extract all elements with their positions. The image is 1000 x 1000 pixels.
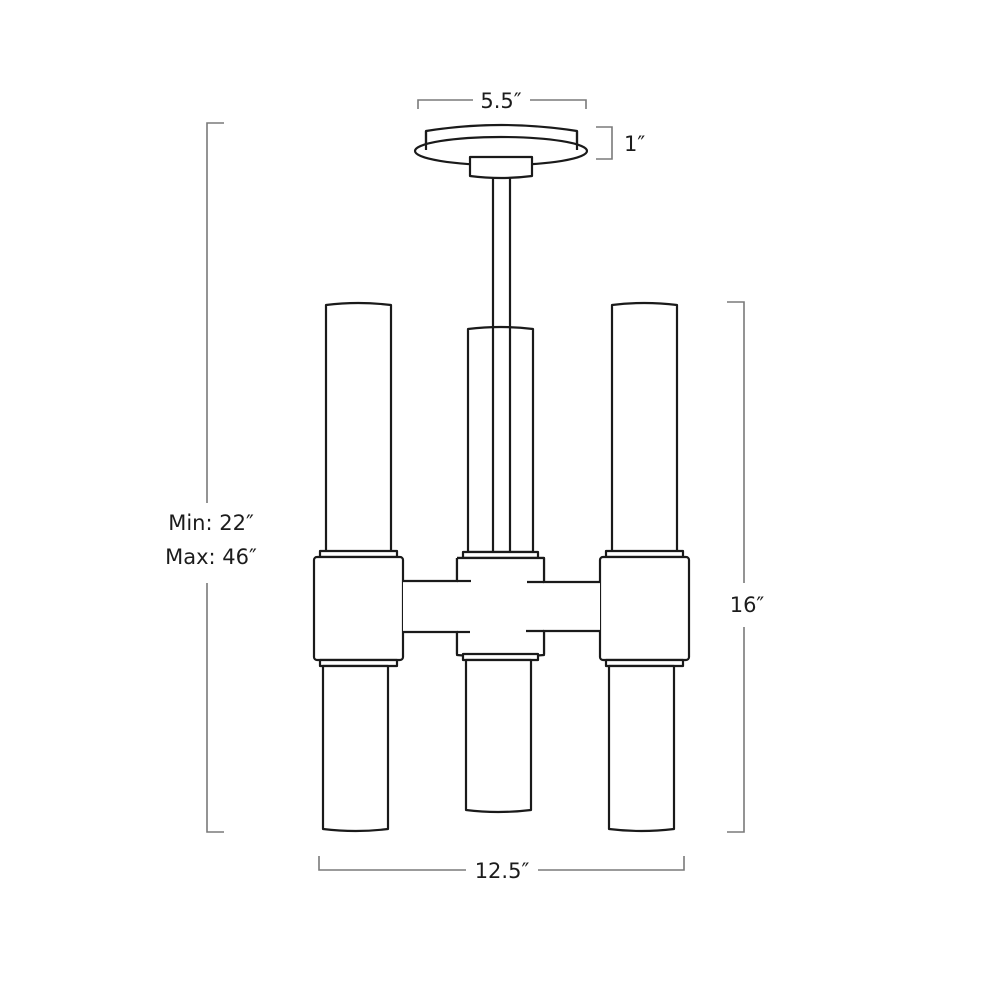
- canopy-height-label: 1″: [624, 132, 645, 156]
- dimension-labels: 5.5″ 1″ Min: 22″ Max: 46″ 16″ 12.5″: [165, 89, 764, 883]
- canopy-collar: [468, 155, 534, 180]
- fixture-height-label: 16″: [730, 593, 765, 617]
- center-glass-tube: [455, 325, 546, 814]
- canopy-height-bracket: [596, 126, 613, 160]
- canopy-width-bracket: [417, 99, 587, 109]
- fixture-width-bracket: [318, 856, 685, 871]
- overall-height-bracket: [206, 122, 224, 833]
- canopy-width-label: 5.5″: [480, 89, 521, 113]
- ceiling-canopy: [413, 123, 589, 167]
- fixture-drawing: [312, 123, 691, 833]
- dimension-lines: [206, 99, 745, 871]
- left-glass-tube: [312, 301, 405, 833]
- fixture-height-bracket: [727, 301, 745, 833]
- overall-height-min-label: Min: 22″: [168, 511, 254, 535]
- fixture-width-label: 12.5″: [475, 859, 530, 883]
- right-glass-tube: [598, 301, 691, 833]
- overall-height-max-label: Max: 46″: [165, 545, 257, 569]
